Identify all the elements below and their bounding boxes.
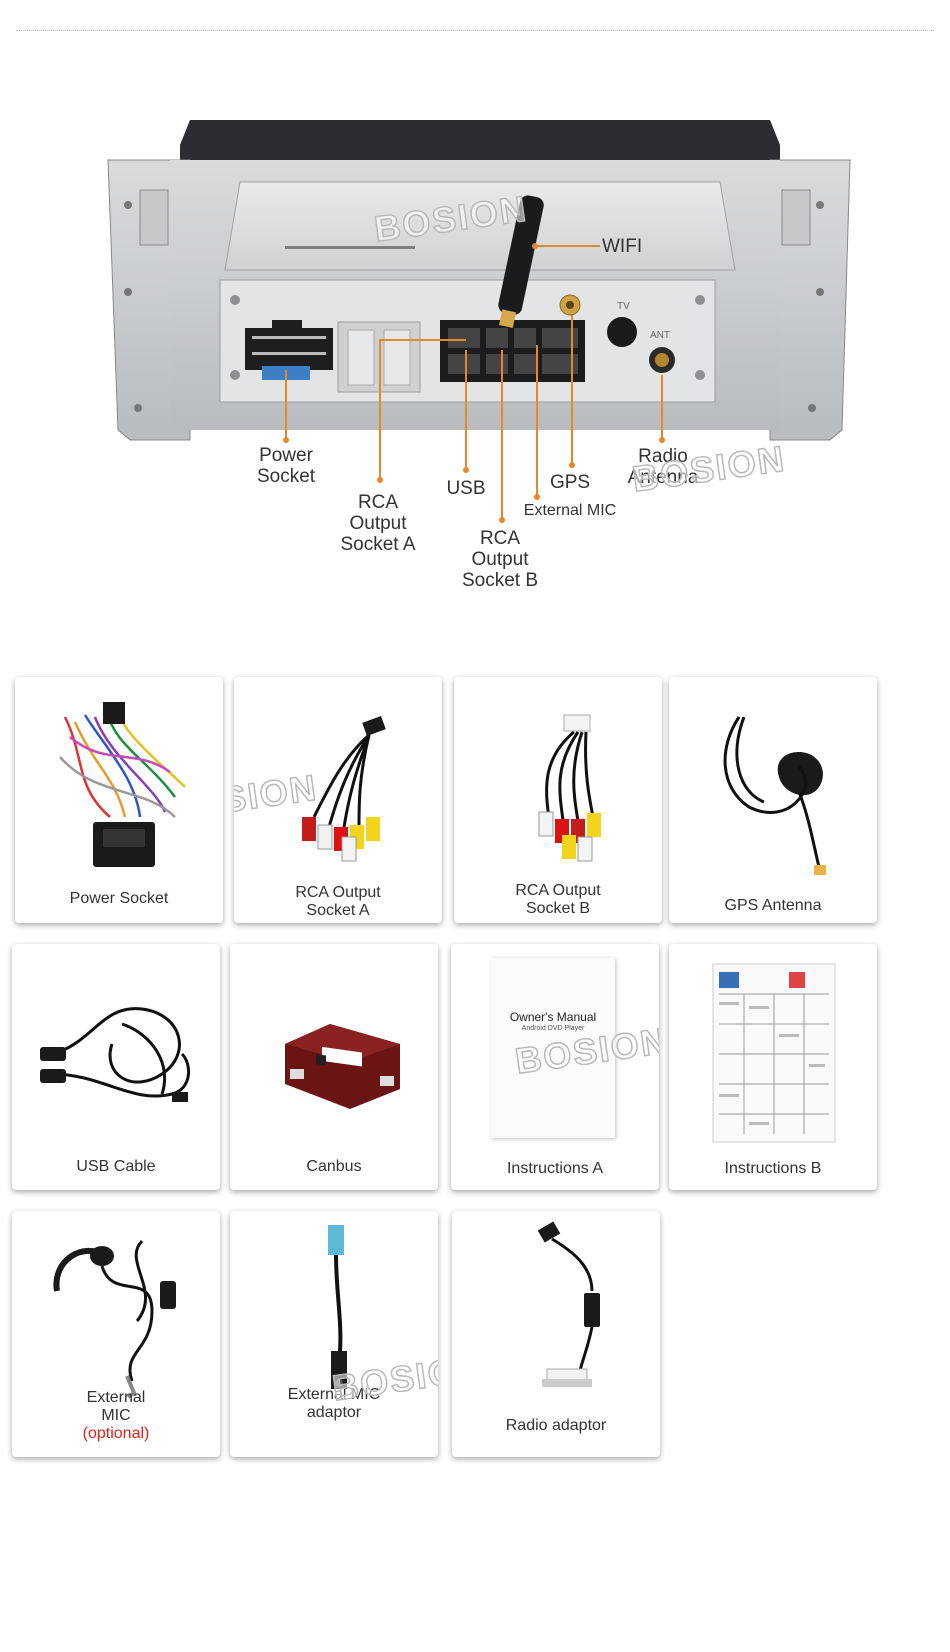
accessory-card-instructions-b: Instructions B: [669, 944, 877, 1190]
accessory-card-external-mic: External MIC (optional): [12, 1211, 220, 1457]
accessory-label: RCA Output Socket A: [295, 884, 381, 919]
accessory-label: Instructions A: [506, 1160, 604, 1177]
callout-rca-b: RCA Output Socket B: [461, 528, 539, 591]
marking-tv: TV: [617, 301, 630, 312]
accessory-label: External MIC adaptor: [287, 1386, 381, 1421]
callout-gps: GPS: [549, 472, 591, 493]
accessory-card-gps-antenna: GPS Antenna: [669, 677, 877, 923]
gps-antenna-icon: [723, 716, 826, 875]
accessory-label: USB Cable: [76, 1158, 156, 1175]
wiring-harness-icon: [59, 702, 186, 867]
head-unit-rear-view: WIFI TV ANT Power Socket RCA Output Sock…: [0, 0, 950, 640]
accessory-label: RCA Output Socket B: [515, 882, 601, 917]
rca-cable-icon: [302, 716, 386, 862]
usb-cable-icon: [40, 1007, 191, 1102]
rca-cable-icon: [538, 714, 601, 862]
head-unit-illustration: [107, 120, 851, 523]
callout-rca-a: RCA Output Socket A: [340, 492, 416, 555]
accessory-card-canbus: Canbus: [230, 944, 438, 1190]
callout-usb: USB: [446, 478, 486, 499]
top-divider: [16, 30, 934, 31]
callout-wifi: WIFI: [602, 236, 643, 257]
callout-external-mic: External MIC: [523, 502, 617, 519]
accessory-label: GPS Antenna: [724, 897, 822, 914]
radio-adaptor-icon: [537, 1221, 600, 1387]
callout-power-socket: Power Socket: [256, 445, 316, 487]
accessory-label: Power Socket: [69, 890, 169, 907]
accessory-card-rca-a: RCA Output Socket A BOSION: [234, 677, 442, 923]
canbus-box-icon: [285, 1024, 400, 1109]
accessory-card-usb-cable: USB Cable: [12, 944, 220, 1190]
accessory-label: Instructions B: [724, 1160, 822, 1177]
accessory-card-mic-adaptor: External MIC adaptor BOSION: [230, 1211, 438, 1457]
manual-icon: Owner's Manual Android DVD Player: [491, 958, 615, 1138]
instruction-sheet-icon: [712, 963, 836, 1143]
accessory-card-power-socket: Power Socket: [15, 677, 223, 923]
accessory-card-rca-b: RCA Output Socket B: [454, 677, 662, 923]
callout-radio-antenna: Radio Antenna: [627, 446, 699, 488]
accessory-label: External MIC (optional): [12, 1389, 220, 1443]
microphone-icon: [53, 1239, 176, 1399]
accessory-label: Canbus: [306, 1158, 362, 1175]
accessory-card-radio-adaptor: Radio adaptor: [452, 1211, 660, 1457]
accessory-label: Radio adaptor: [505, 1417, 607, 1434]
accessory-card-instructions-a: Owner's Manual Android DVD Player Instru…: [451, 944, 659, 1190]
marking-ant: ANT: [650, 330, 670, 341]
optional-badge: (optional): [82, 1425, 150, 1442]
mic-adaptor-icon: [328, 1225, 347, 1389]
